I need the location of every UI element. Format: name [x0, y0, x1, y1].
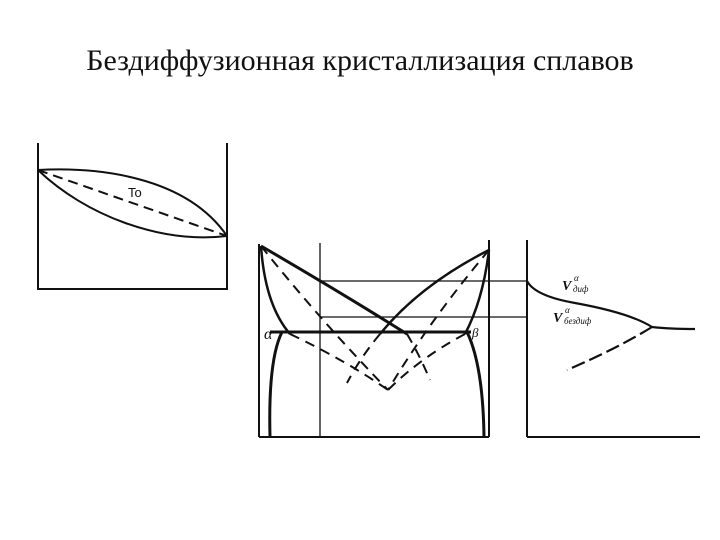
diffusionless-rate-dashed [566, 326, 653, 372]
right-liquidus-dashed [346, 333, 381, 384]
liquidus-curve [37, 168, 228, 237]
v-bezdif-superscript: α [565, 305, 570, 315]
diffusion-rate-curve [526, 280, 653, 328]
left-solvus-curve [268, 331, 284, 438]
left-t0-dashed [260, 245, 389, 391]
beta-label: β [471, 325, 479, 340]
right-solidus-curve [463, 249, 491, 335]
left-liquidus-curve [260, 244, 408, 336]
left-solidus-dashed [289, 333, 389, 391]
right-solidus-dashed [387, 333, 466, 391]
panel1-frame [37, 143, 228, 290]
solidus-curve [37, 169, 228, 239]
panel-phase-diagram-small [37, 143, 228, 290]
panel-eutectic-diagram [258, 240, 527, 438]
v-bezdif-main: V [553, 311, 564, 326]
v-dif-subscript: диф [573, 284, 589, 294]
v-dif-label: V α диф [562, 273, 589, 294]
v-dif-main: V [562, 279, 573, 294]
left-solidus-curve [259, 245, 291, 335]
slide-title: Бездиффузионная кристаллизация сплавов [86, 44, 634, 77]
panel-growth-rate [526, 240, 700, 438]
v-bezdif-subscript: бездиф [564, 316, 592, 326]
t0-label: To [128, 185, 142, 200]
t0-line [37, 169, 228, 237]
v-bezdif-label: V α бездиф [553, 305, 592, 326]
right-liquidus-curve [379, 248, 490, 335]
right-t0-dashed [387, 249, 490, 391]
right-solvus-curve [465, 331, 486, 438]
alpha-label: α [264, 326, 273, 343]
left-liquidus-dashed [406, 333, 431, 381]
diffusionless-rate-curve [651, 325, 696, 331]
v-dif-superscript: α [574, 273, 579, 283]
